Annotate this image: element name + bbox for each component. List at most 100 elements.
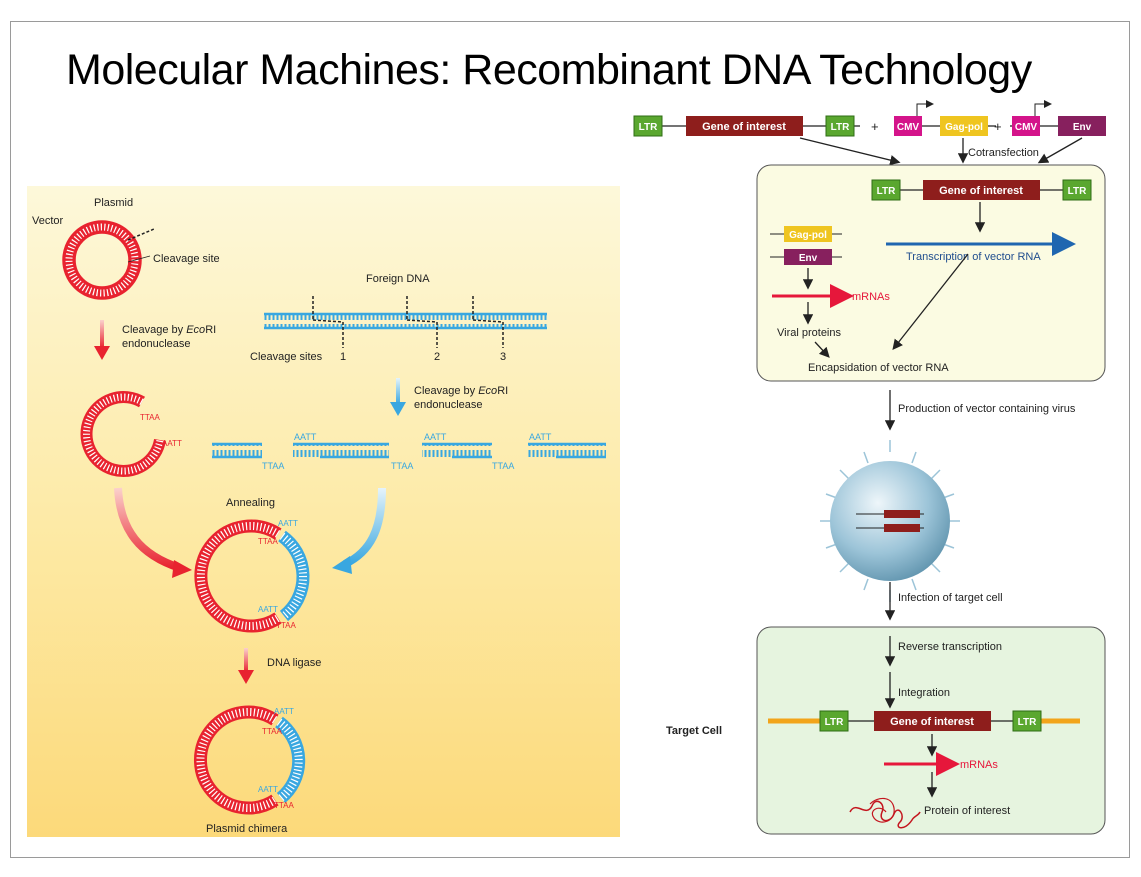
transcription-label: Transcription of vector RNA [906, 251, 1041, 263]
vector-label: Vector [32, 215, 64, 227]
cleavage-site-pointer [127, 255, 151, 263]
virus-particle [820, 440, 960, 602]
annealing-blue-arrow-head [332, 556, 352, 574]
annealed-ttaa-bottom: TTAA [276, 621, 297, 630]
annealed-ttaa-top: TTAA [258, 537, 279, 546]
sticky-end-ttaa-2: TTAA [391, 461, 413, 471]
construct-2-promoter-arrow [916, 100, 934, 116]
annealing-red-arrow-head [172, 560, 192, 578]
encapsidation-label: Encapsidation of vector RNA [808, 362, 949, 374]
cut-plasmid: TTAA AATT [80, 391, 182, 477]
slide-title: Molecular Machines: Recombinant DNA Tech… [66, 46, 1032, 94]
foreign-dna-strand [264, 312, 547, 330]
dna-ligase-label: DNA ligase [267, 657, 321, 669]
retroviral-vector-panel: LTR Gene of interest LTR + CMV Gag-pol +… [633, 100, 1106, 835]
cleavage-site-1-number: 1 [340, 351, 346, 363]
plasmid-chimera: AATT TTAA AATT TTAA [193, 705, 306, 815]
protein-of-interest-label: Protein of interest [924, 805, 1010, 817]
foreign-cleavage-arrow-shaft [396, 378, 400, 404]
recombinant-dna-panel: Plasmid Vector Cleavage site Cleavage by… [27, 186, 620, 837]
chimera-ttaa-top: TTAA [262, 727, 283, 736]
cleavage-site-2-mid [406, 319, 438, 323]
annealing-blue-arrow [343, 487, 386, 568]
foreign-cleavage-arrow-head [390, 402, 406, 416]
plasmid-cleavage-arrow-shaft [100, 320, 104, 348]
integrated-gene-label: Gene of interest [890, 716, 974, 728]
target-cell-label: Target Cell [666, 725, 722, 737]
construct-1-ltr-right-label: LTR [831, 122, 850, 133]
infection-label: Infection of target cell [898, 592, 1003, 604]
plasmid-label: Plasmid [94, 197, 133, 209]
construct-1-ltr-right [825, 115, 855, 137]
chimera-aatt-bottom: AATT [258, 785, 278, 794]
env-gene-label: Env [799, 253, 818, 264]
foreign-cleavage-label: Cleavage by EcoRI [414, 385, 508, 397]
construct-3-promoter-arrow [1034, 100, 1052, 116]
plus-sign-1: + [871, 119, 879, 134]
packaged-ltr-left [871, 179, 901, 201]
construct-2-cmv-label: CMV [897, 122, 920, 133]
fragment-2 [293, 442, 389, 459]
gag-pol-gene-label: Gag-pol [789, 230, 827, 241]
packaged-gene-label: Gene of interest [939, 185, 1023, 197]
sticky-end-aatt-3: AATT [529, 432, 552, 442]
plus-sign-2: + [994, 119, 1002, 134]
construct-3-cmv-label: CMV [1015, 122, 1038, 133]
chimera-aatt-top: AATT [274, 707, 294, 716]
packaging-mrnas-label: mRNAs [852, 291, 890, 303]
construct-3-env-label: Env [1073, 122, 1092, 133]
construct-1-ltr-left-label: LTR [639, 122, 658, 133]
cleavage-site-3-number: 3 [500, 351, 506, 363]
packaged-ltr-left-label: LTR [877, 186, 896, 197]
fragment-4 [528, 442, 606, 459]
annealing-label: Annealing [226, 497, 275, 509]
protein-squiggle-icon [849, 797, 921, 829]
foreign-dna-fragments: AATT AATT AATT TTAA TTAA TTAA [212, 432, 606, 471]
plasmid-endonuclease-label: endonuclease [122, 338, 191, 350]
construct-2-gag-pol [940, 116, 988, 136]
annealed-plasmid: AATT TTAA AATT TTAA [194, 519, 310, 633]
construct-1-gene-label: Gene of interest [702, 121, 786, 133]
construct-3-env [1058, 116, 1106, 136]
integrated-ltr-right-label: LTR [1018, 717, 1037, 728]
sticky-end-ttaa-1: TTAA [262, 461, 284, 471]
fragment-3 [422, 442, 492, 459]
cleavage-sites-label: Cleavage sites [250, 351, 323, 363]
annealed-aatt-bottom: AATT [258, 605, 278, 614]
cleavage-site-2-number: 2 [434, 351, 440, 363]
construct-3-cmv [1012, 116, 1040, 136]
fragment-1 [212, 442, 262, 459]
packaged-gene [923, 180, 1040, 200]
chimera-ttaa-bottom: TTAA [274, 801, 295, 810]
sticky-end-aatt-2: AATT [424, 432, 447, 442]
construct-2-cmv [894, 116, 922, 136]
viral-proteins-label: Viral proteins [777, 327, 841, 339]
sticky-end-ttaa-3: TTAA [492, 461, 514, 471]
cut-plasmid-sticky-end-top: TTAA [140, 413, 161, 422]
construct-2-gag-pol-label: Gag-pol [945, 122, 983, 133]
env-gene [784, 249, 832, 265]
gag-pol-gene [784, 226, 832, 242]
sticky-end-aatt-1: AATT [294, 432, 317, 442]
foreign-dna-label: Foreign DNA [366, 273, 430, 285]
ligase-arrow-shaft [244, 648, 248, 672]
packaging-cell-box [756, 164, 1106, 382]
plasmid-chimera-label: Plasmid chimera [206, 823, 288, 835]
cotransfection-arrow-right [1037, 137, 1083, 164]
cleavage-site-1-mid [312, 319, 344, 323]
foreign-endonuclease-label: endonuclease [414, 399, 483, 411]
target-mrnas-label: mRNAs [960, 759, 998, 771]
reverse-transcription-label: Reverse transcription [898, 641, 1002, 653]
construct-1-ltr-left [633, 115, 663, 137]
left-panel-background [27, 186, 620, 837]
packaged-ltr-right-label: LTR [1068, 186, 1087, 197]
rna-to-encapsidation-arrow [892, 253, 969, 351]
annealing-red-arrow [114, 487, 182, 572]
integrated-ltr-left [819, 710, 849, 732]
cotransfection-label: Cotransfection [968, 147, 1039, 159]
cotransfection-arrow-left [799, 137, 901, 166]
construct-1-gene [686, 116, 803, 136]
annealed-aatt-top: AATT [278, 519, 298, 528]
cleavage-site-3-mid [472, 319, 504, 323]
